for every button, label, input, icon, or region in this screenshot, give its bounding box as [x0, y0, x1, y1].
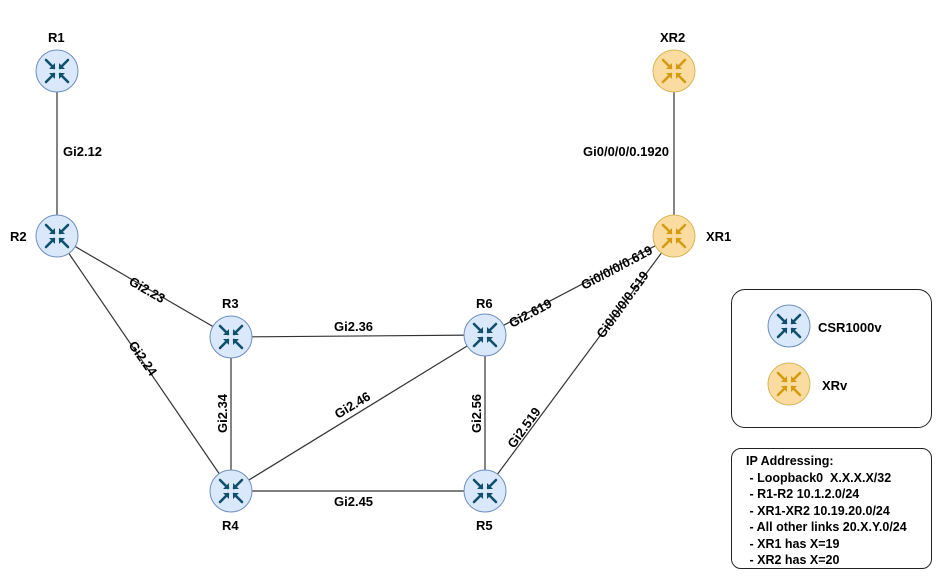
- link-r6-xr1: [484, 235, 675, 336]
- router-r3[interactable]: [209, 315, 253, 359]
- router-r6[interactable]: [463, 313, 507, 357]
- legend-csr-icon: [767, 304, 811, 348]
- router-r4[interactable]: [209, 469, 253, 513]
- legend-xr-icon: [767, 362, 811, 406]
- link-r3-r6: [230, 334, 486, 338]
- router-label-r3: R3: [222, 296, 239, 311]
- link-r2-r3: [56, 235, 232, 338]
- link-label-r3-r6: Gi2.36: [334, 319, 373, 334]
- ip-addressing-box: IP Addressing: - Loopback0 X.X.X.X/32 - …: [731, 448, 932, 569]
- link-label-xr2-xr1: Gi0/0/0/0.1920: [583, 144, 669, 159]
- link-label-r2-r3: Gi2.23: [127, 274, 168, 307]
- router-r2[interactable]: [35, 214, 79, 258]
- link-label-r3-r4: Gi2.34: [215, 393, 230, 433]
- router-label-r5: R5: [476, 518, 493, 533]
- legend-xr-label: XRv: [822, 378, 848, 393]
- router-label-r4: R4: [222, 518, 239, 533]
- legend-icons: CSR1000v XRv: [767, 304, 882, 406]
- link-label-r6-r5: Gi2.56: [469, 394, 484, 433]
- link-label-r2-r4: Gi2.24: [126, 338, 161, 379]
- router-r1[interactable]: [35, 49, 79, 93]
- ip-line-xr2-x: - XR2 has X=20: [746, 553, 840, 567]
- link-r2-r4: [56, 235, 232, 492]
- router-label-r6: R6: [476, 296, 493, 311]
- ip-line-r1-r2: - R1-R2 10.1.2.0/24: [746, 487, 860, 501]
- link-label-r5-xr1-r5: Gi2.519: [504, 405, 543, 451]
- ip-line-xr1-xr2: - XR1-XR2 10.19.20.0/24: [746, 503, 890, 518]
- ip-line-loopback: - Loopback0 X.X.X.X/32: [746, 470, 892, 485]
- legend-box: CSR1000v XRv: [731, 289, 932, 428]
- router-label-r2: R2: [10, 229, 27, 244]
- router-label-xr1: XR1: [706, 229, 731, 244]
- ip-line-xr1-x: - XR1 has X=19: [746, 536, 840, 551]
- link-label-r6-xr1-r6: Gi2.619: [506, 296, 554, 331]
- legend-csr-label: CSR1000v: [818, 320, 882, 335]
- ip-line-other-links: - All other links 20.X.Y.0/24: [746, 520, 907, 534]
- router-label-xr2: XR2: [660, 30, 685, 45]
- link-r4-r6: [230, 334, 486, 492]
- ip-addressing-title: IP Addressing:: [746, 454, 834, 468]
- router-label-r1: R1: [48, 30, 65, 45]
- router-xr1[interactable]: [652, 214, 696, 258]
- router-r5[interactable]: [463, 469, 507, 513]
- link-label-r1-r2: Gi2.12: [63, 144, 102, 159]
- router-xr2[interactable]: [652, 49, 696, 93]
- link-r5-xr1: [484, 235, 675, 492]
- link-label-r4-r5: Gi2.45: [334, 494, 373, 509]
